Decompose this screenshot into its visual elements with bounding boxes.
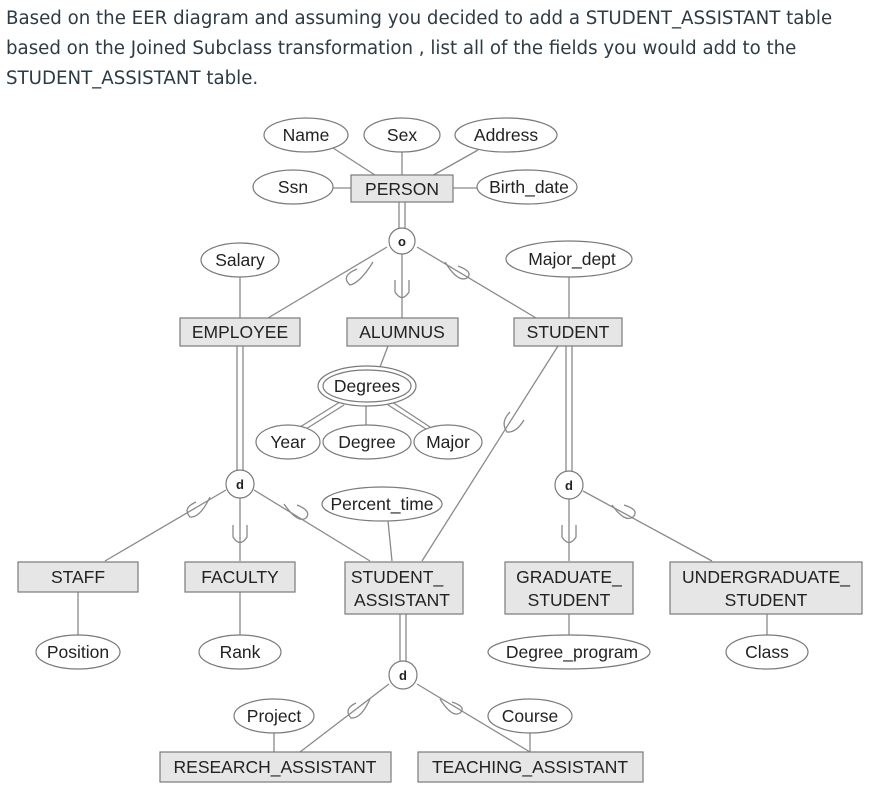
entity-undergraduate-student: UNDERGRADUATE_ STUDENT	[669, 561, 863, 615]
attribute-major-label: Major	[426, 432, 470, 452]
entity-employee-label: EMPLOYEE	[192, 322, 288, 342]
entity-student-assistant-label-line1: STUDENT_	[351, 567, 444, 588]
entity-person: PERSON	[350, 174, 454, 203]
entity-research-assistant: RESEARCH_ASSISTANT	[159, 751, 392, 783]
entity-staff-label: STAFF	[51, 567, 105, 587]
attribute-percent-time-label: Percent_time	[330, 494, 433, 515]
attribute-salary: Salary	[200, 242, 280, 278]
attribute-degrees: Degrees	[317, 365, 417, 407]
entity-teaching-assistant-label: TEACHING_ASSISTANT	[432, 757, 628, 778]
attribute-class-label: Class	[745, 642, 789, 662]
attribute-degrees-label: Degrees	[334, 376, 400, 396]
connector-lines	[77, 145, 768, 753]
attribute-birth-date: Birth_date	[476, 169, 578, 205]
attribute-major-dept-label: Major_dept	[528, 249, 616, 270]
attribute-position-label: Position	[47, 642, 109, 662]
student-disjoint-circle: d	[554, 470, 584, 500]
attribute-birth-date-label: Birth_date	[489, 177, 569, 198]
attribute-percent-time: Percent_time	[321, 486, 443, 522]
entity-undergraduate-student-label-line1: UNDERGRADUATE_	[682, 567, 850, 588]
subset-symbols	[186, 261, 636, 719]
attribute-degree: Degree	[322, 424, 412, 460]
attribute-project-label: Project	[247, 706, 302, 726]
entity-graduate-student: GRADUATE_ STUDENT	[504, 561, 634, 615]
student-assistant-disjoint-circle: d	[388, 660, 418, 690]
attribute-address-label: Address	[474, 125, 538, 145]
attribute-course-label: Course	[502, 706, 558, 726]
attribute-ssn: Ssn	[252, 169, 334, 205]
entity-person-label: PERSON	[365, 179, 439, 199]
entity-student: STUDENT	[513, 317, 623, 347]
attribute-class: Class	[725, 634, 809, 670]
entity-graduate-student-label-line1: GRADUATE_	[516, 567, 622, 588]
entity-faculty: FACULTY	[184, 561, 296, 593]
attribute-degree-program: Degree_program	[487, 634, 651, 670]
question-text: Based on the EER diagram and assuming yo…	[6, 8, 833, 89]
entity-teaching-assistant: TEACHING_ASSISTANT	[417, 751, 644, 783]
attribute-name-label: Name	[283, 125, 330, 145]
attribute-project: Project	[233, 698, 315, 734]
attribute-address: Address	[454, 117, 558, 153]
attribute-sex: Sex	[363, 117, 441, 153]
attribute-year-label: Year	[270, 432, 306, 452]
entity-graduate-student-label-line2: STUDENT	[528, 590, 611, 610]
attribute-position: Position	[35, 634, 121, 670]
attribute-course: Course	[487, 698, 573, 734]
attribute-major: Major	[413, 424, 483, 460]
attribute-salary-label: Salary	[215, 250, 265, 270]
entity-staff: STAFF	[17, 561, 139, 593]
entity-research-assistant-label: RESEARCH_ASSISTANT	[174, 757, 377, 778]
attribute-rank: Rank	[198, 634, 282, 670]
entity-student-assistant-label-line2: ASSISTANT	[354, 590, 450, 610]
overlap-constraint-letter: o	[398, 234, 406, 249]
entity-alumnus: ALUMNUS	[346, 317, 459, 347]
entity-faculty-label: FACULTY	[201, 567, 279, 587]
employee-disjoint-letter: d	[236, 477, 244, 492]
attribute-degree-label: Degree	[338, 432, 395, 452]
attribute-year: Year	[255, 424, 321, 460]
entity-employee: EMPLOYEE	[179, 317, 301, 347]
student-disjoint-letter: d	[565, 478, 573, 493]
entity-alumnus-label: ALUMNUS	[359, 322, 445, 342]
entity-student-label: STUDENT	[527, 322, 610, 342]
overlap-constraint-circle: o	[388, 227, 416, 255]
attribute-ssn-label: Ssn	[278, 177, 308, 197]
attribute-degree-program-label: Degree_program	[506, 642, 638, 663]
student-assistant-disjoint-letter: d	[399, 668, 407, 683]
employee-disjoint-circle: d	[225, 469, 255, 499]
attribute-rank-label: Rank	[220, 642, 261, 662]
attribute-name: Name	[263, 117, 349, 153]
entity-undergraduate-student-label-line2: STUDENT	[725, 590, 808, 610]
attribute-major-dept: Major_dept	[505, 240, 633, 278]
entity-student-assistant: STUDENT_ ASSISTANT	[344, 561, 464, 615]
attribute-sex-label: Sex	[387, 125, 417, 145]
